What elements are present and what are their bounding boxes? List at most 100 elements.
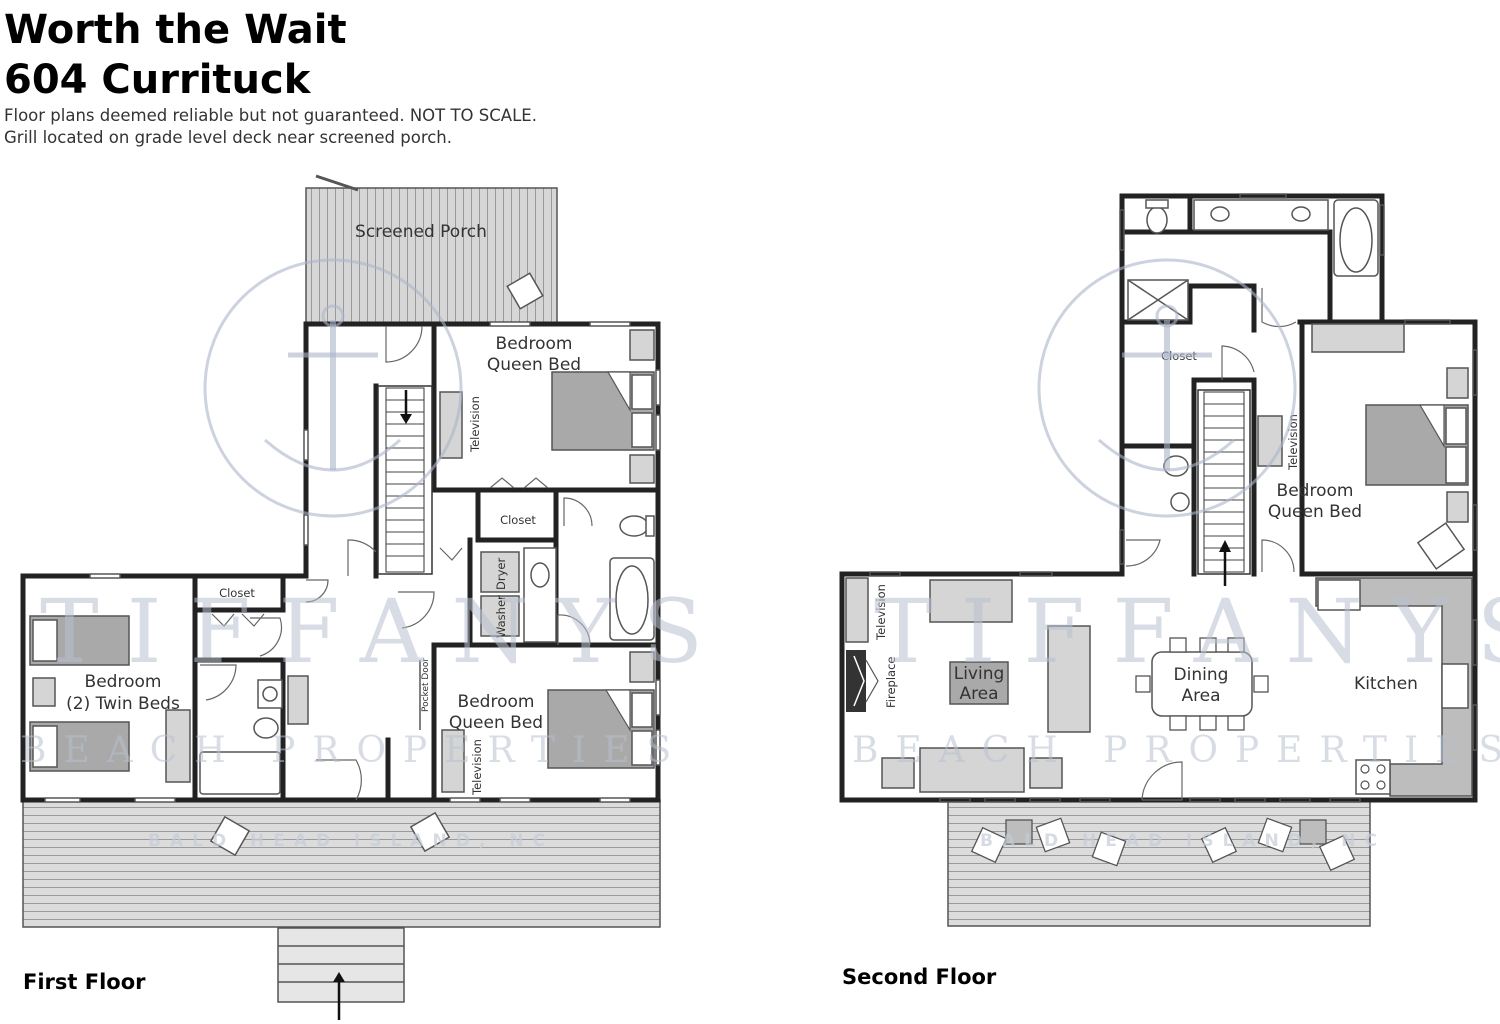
label-bedroom-a-bed: Queen Bed xyxy=(487,355,581,375)
refrigerator xyxy=(1317,579,1361,611)
anchor-logo-icon-1 xyxy=(203,258,463,518)
second-floor-label: Second Floor xyxy=(842,965,997,989)
label-washer: Washer xyxy=(494,595,508,638)
sofa-east xyxy=(1047,625,1091,733)
label-kitchen: Kitchen xyxy=(1354,674,1418,694)
watermark-brand-2: TIFFANYS xyxy=(874,580,1500,683)
second-floor-outer-wall xyxy=(839,193,1478,803)
label-bedroom-b: Bedroom xyxy=(458,692,535,712)
tub-basin-upper xyxy=(1339,207,1373,273)
front-deck xyxy=(22,799,661,928)
toilet-upper-tank xyxy=(1145,199,1169,209)
hall-cabinet xyxy=(287,675,309,725)
tub-basin-a xyxy=(615,565,649,635)
sink-a xyxy=(530,562,550,588)
label-dryer: Dryer xyxy=(494,558,508,590)
end-table-1 xyxy=(881,757,915,789)
label-living-1: Living xyxy=(954,664,1005,684)
vanity-c xyxy=(257,679,283,709)
pillow-a2 xyxy=(631,412,653,448)
toilet-a xyxy=(619,515,649,537)
sink-upper-2 xyxy=(1291,206,1311,222)
twin-pillow-1 xyxy=(32,619,58,662)
label-bedroom-b-bed: Queen Bed xyxy=(449,713,543,733)
pillow-u1 xyxy=(1445,407,1467,445)
dining-chairs xyxy=(1135,637,1269,731)
label-living-2: Area xyxy=(959,684,998,704)
bathtub-c xyxy=(199,751,281,795)
armchair-upper xyxy=(1416,522,1466,570)
first-floor-outer-wall xyxy=(20,321,661,803)
watermark-second: TIFFANYS BEACH PROPERTIES BALD HEAD ISLA… xyxy=(852,258,1500,851)
nightstand-u1 xyxy=(1446,367,1469,399)
nightstand-a2 xyxy=(629,454,655,484)
first-floor: Screened Porch xyxy=(20,174,661,1020)
label-bedroom-upper: Bedroom xyxy=(1277,481,1354,501)
sink-upper-1 xyxy=(1210,206,1230,222)
deck-chair-1 xyxy=(209,815,251,857)
watermark-place-1: BALD HEAD ISLAND, NC xyxy=(148,831,554,851)
tv-stand-b xyxy=(441,729,465,793)
label-dining-1: Dining xyxy=(1174,665,1229,685)
bench-upper xyxy=(1311,323,1405,353)
sink-half xyxy=(1170,492,1190,512)
fireplace xyxy=(846,650,866,712)
label-television-living: Television xyxy=(874,584,888,641)
deck-chair-2 xyxy=(409,811,451,853)
disclaimer-note: Floor plans deemed reliable but not guar… xyxy=(4,106,537,125)
plan-title: Worth the Wait xyxy=(4,7,347,53)
bed-a-fold xyxy=(606,371,631,413)
watermark-first: TIFFANYS BEACH PROPERTIES BALD HEAD ISLA… xyxy=(20,258,731,851)
balcony-furniture xyxy=(970,817,1356,872)
toilet-upper xyxy=(1146,206,1168,234)
pillow-b1 xyxy=(631,692,653,728)
twin-pillow-2 xyxy=(32,725,58,768)
watermark-sub-2: BEACH PROPERTIES xyxy=(852,730,1500,771)
dresser-c xyxy=(165,709,191,783)
pillow-a1 xyxy=(631,374,653,410)
plan-address: 604 Currituck xyxy=(4,57,311,103)
nightstand-a1 xyxy=(629,329,655,361)
nightstand-u2 xyxy=(1446,491,1469,523)
end-table-2 xyxy=(1029,757,1063,789)
loveseat-north xyxy=(929,579,1013,623)
tv-stand-upper xyxy=(1257,415,1283,467)
sofa-south xyxy=(919,747,1025,793)
kitchen-sink xyxy=(1441,663,1469,709)
label-bedroom-c: Bedroom xyxy=(85,672,162,692)
label-bedroom-c-beds: (2) Twin Beds xyxy=(66,694,180,714)
label-television-a: Television xyxy=(468,396,482,453)
label-dining-2: Area xyxy=(1181,686,1220,706)
grill-note: Grill located on grade level deck near s… xyxy=(4,128,453,147)
bed-b-fold xyxy=(604,689,631,733)
pillow-u2 xyxy=(1445,446,1467,484)
label-pocket-door: Pocket Door xyxy=(421,658,431,712)
dryer xyxy=(480,551,520,593)
label-bedroom-a: Bedroom xyxy=(496,334,573,354)
label-closet-a: Closet xyxy=(500,513,536,527)
first-floor-label: First Floor xyxy=(23,970,146,994)
watermark-brand-1: TIFFANYS xyxy=(40,580,731,683)
first-floor-windows xyxy=(45,322,660,802)
range xyxy=(1355,759,1391,795)
watermark-place-2: BALD HEAD ISLAND, NC xyxy=(980,831,1386,851)
coffee-table xyxy=(949,661,1009,705)
second-floor-balcony xyxy=(947,799,1371,927)
second-floor: Closet xyxy=(839,193,1478,927)
first-floor-window-frames xyxy=(44,321,661,803)
second-floor-stairs xyxy=(1197,389,1251,586)
first-floor-doors xyxy=(200,325,593,801)
toilet-tank-a xyxy=(645,515,655,537)
porch-door xyxy=(315,174,359,192)
toilet-c xyxy=(253,717,279,739)
pillow-b2 xyxy=(631,730,653,766)
label-television-b: Television xyxy=(470,739,484,796)
watermark-sub-1: BEACH PROPERTIES xyxy=(20,730,688,771)
tv-stand-a xyxy=(439,391,463,459)
washer xyxy=(480,595,520,637)
label-bedroom-upper-bed: Queen Bed xyxy=(1268,502,1362,522)
label-fireplace: Fireplace xyxy=(884,657,898,708)
label-television-upper: Television xyxy=(1286,414,1300,471)
sink-c xyxy=(262,686,278,702)
